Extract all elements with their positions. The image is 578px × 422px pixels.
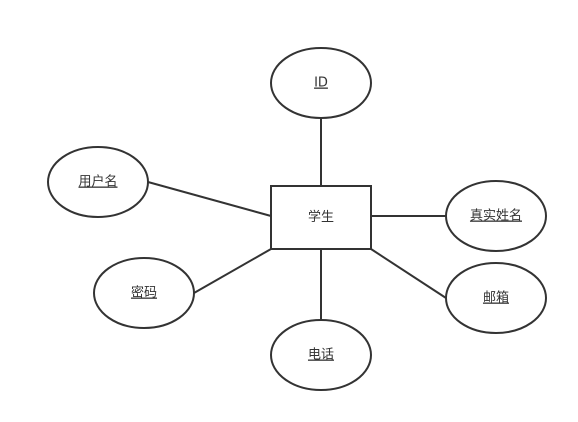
attribute-label: 用户名 [78, 174, 117, 190]
connector-username [147, 181, 272, 217]
attribute-label: 电话 [308, 348, 334, 363]
attribute-ellipse [445, 262, 547, 334]
entity-label: 学生 [308, 209, 334, 225]
attribute-ellipse [445, 180, 547, 252]
attribute-phone[interactable]: 电话 [270, 319, 372, 391]
attribute-label: 邮箱 [483, 290, 509, 306]
attribute-password[interactable]: 密码 [93, 257, 195, 329]
attribute-real-name[interactable]: 真实姓名 [445, 180, 547, 252]
attribute-ellipse [270, 47, 372, 119]
attribute-ellipse [47, 146, 149, 218]
entity-student[interactable]: 学生 [270, 185, 372, 250]
attribute-label: ID [314, 76, 328, 91]
attribute-id[interactable]: ID [270, 47, 372, 119]
attribute-label: 密码 [131, 285, 157, 301]
entity-box [270, 185, 372, 250]
attribute-ellipse [270, 319, 372, 391]
attribute-ellipse [93, 257, 195, 329]
attribute-username[interactable]: 用户名 [47, 146, 149, 218]
connector-email [370, 248, 447, 299]
connector-password [193, 248, 272, 294]
attribute-label: 真实姓名 [470, 208, 522, 224]
attribute-email[interactable]: 邮箱 [445, 262, 547, 334]
